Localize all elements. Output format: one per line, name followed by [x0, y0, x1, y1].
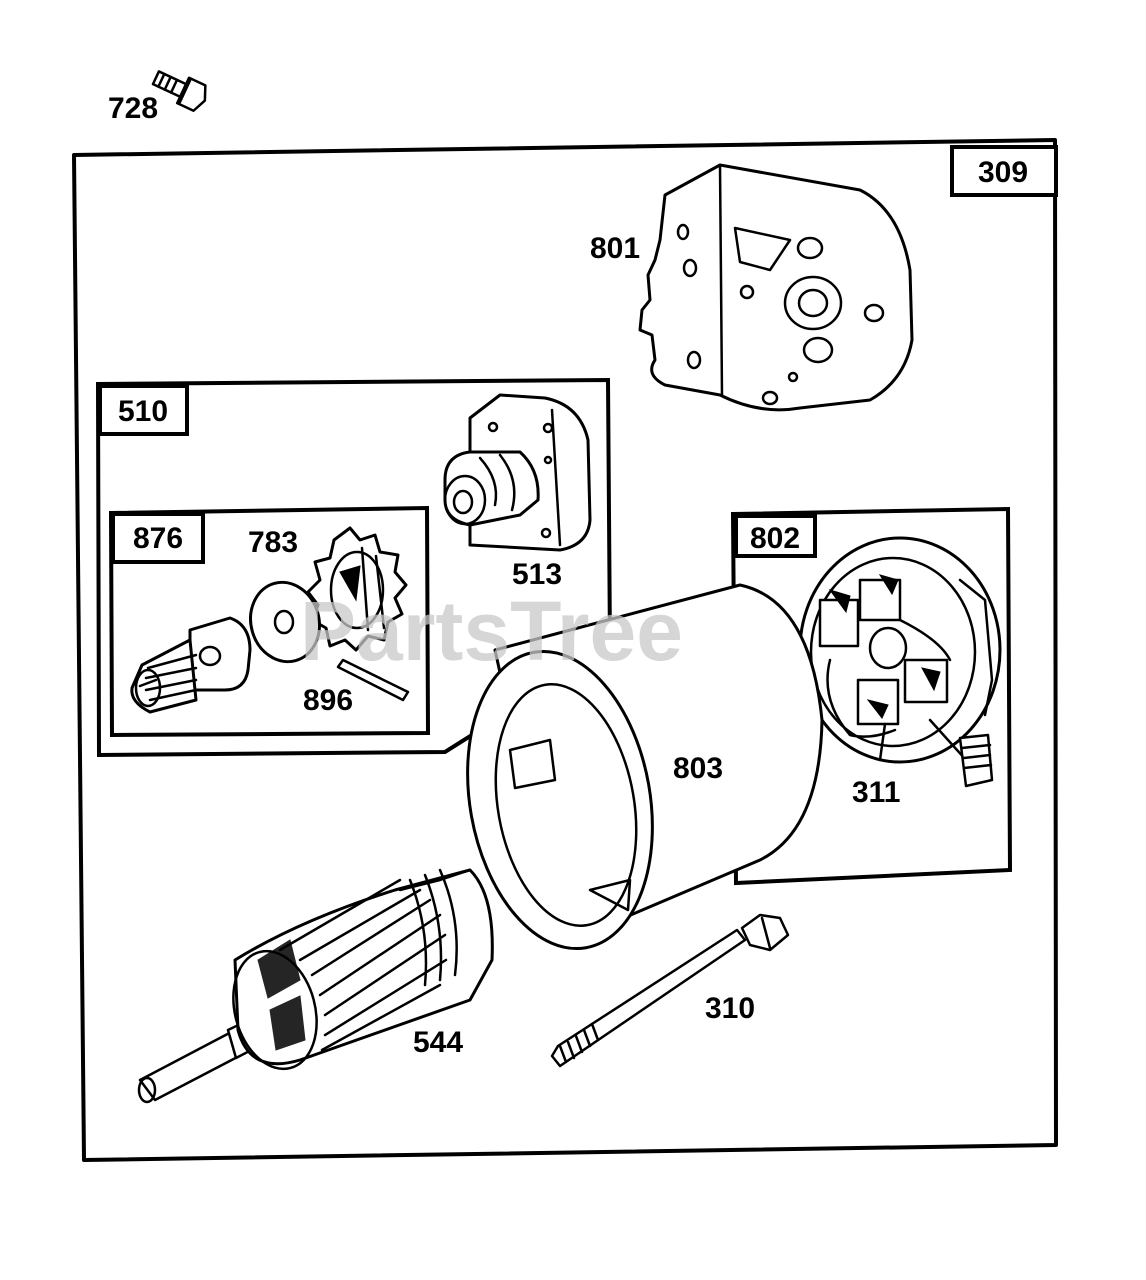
screw-728: 728 — [108, 70, 207, 125]
callout-801: 801 — [590, 232, 640, 265]
assembly-309-frame: 309 — [72, 138, 1058, 1162]
pin-896: 896 — [303, 658, 410, 717]
callout-876: 876 — [133, 522, 183, 555]
callout-309: 309 — [978, 156, 1028, 189]
drive-clutch — [130, 616, 252, 714]
end-cap-brush-assembly: 311 — [798, 536, 1002, 809]
callout-510: 510 — [118, 395, 168, 428]
callout-513: 513 — [512, 558, 562, 591]
callout-802: 802 — [750, 522, 800, 555]
armature-544: 544 — [137, 868, 494, 1104]
bracket-801: 801 — [590, 163, 914, 412]
callout-311: 311 — [852, 776, 900, 809]
washer — [249, 580, 321, 664]
housing-513: 513 — [443, 393, 592, 591]
callout-783: 783 — [248, 526, 298, 559]
frame-803: 803 — [466, 583, 824, 951]
callout-544: 544 — [413, 1026, 463, 1059]
callout-803: 803 — [673, 752, 723, 785]
drive-876-frame: 876 — [108, 505, 431, 738]
bolt-310: 310 — [550, 913, 790, 1068]
watermark: PartsTree — [300, 584, 683, 678]
callout-310: 310 — [705, 992, 755, 1025]
gear-783: 783 — [248, 526, 408, 652]
callout-728: 728 — [108, 92, 158, 125]
callout-896: 896 — [303, 684, 353, 717]
